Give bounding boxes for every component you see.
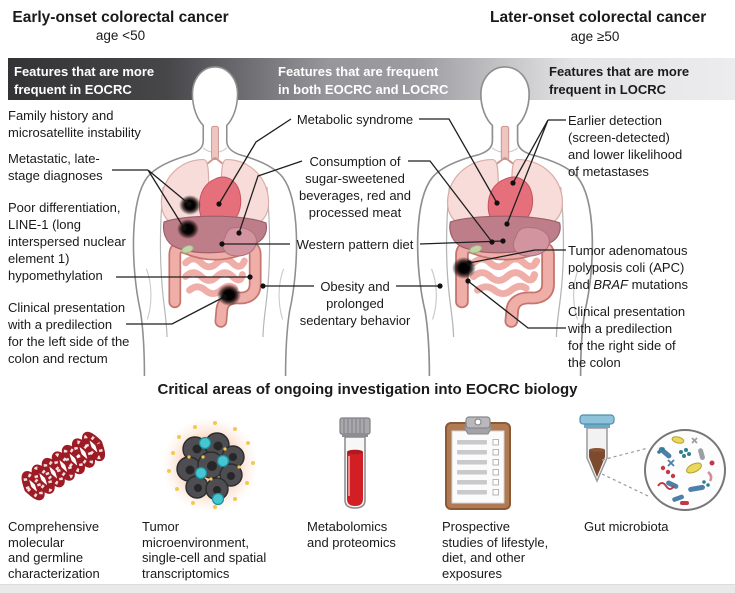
locrc-title: Later-onset colorectal cancer xyxy=(490,9,707,26)
feature-label-poor-differentiation: Poor differentiation, LINE-1 (long inter… xyxy=(8,200,126,283)
feature-header-bar: Features that are more frequent in EOCRC… xyxy=(8,58,735,100)
gut-microbiota-icon xyxy=(579,414,726,511)
investigation-label-molecular: Comprehensive molecular and germline cha… xyxy=(8,519,100,581)
eocrc-title-block: Early-onset colorectal cancer age <50 xyxy=(8,8,233,44)
investigation-label-prospective: Prospective studies of lifestyle, diet, … xyxy=(442,519,549,581)
bar-label-both: Features that are frequent in both EOCRC… xyxy=(278,64,449,97)
eocrc-subtitle: age <50 xyxy=(95,28,146,43)
feature-label-right-colon: Clinical presentation with a predilectio… xyxy=(568,304,686,370)
investigation-label-metabolomics: Metabolomics and proteomics xyxy=(307,519,396,550)
clipboard-icon xyxy=(445,416,511,510)
feature-label-metastatic: Metastatic, late- stage diagnoses xyxy=(8,151,103,183)
locrc-subtitle: age ≥50 xyxy=(570,29,620,44)
feature-label-apc-braf: Tumor adenomatous polyposis coli (APC) a… xyxy=(568,225,733,310)
investigation-label-microbiota: Gut microbiota xyxy=(584,519,669,534)
apc-braf-last-line: and BRAF mutations xyxy=(568,277,688,292)
tumor-spot-liver-metastasis xyxy=(177,219,199,239)
tumor-spot-ascending-colon xyxy=(452,257,476,279)
bottom-edge-strip xyxy=(0,584,735,593)
tumor-spot-lung-metastasis xyxy=(179,195,201,215)
tumor-microenvironment-icon xyxy=(162,417,258,513)
investigation-title: Critical areas of ongoing investigation … xyxy=(157,381,578,398)
eocrc-title: Early-onset colorectal cancer xyxy=(12,9,229,26)
investigation-label-microenvironment: Tumor microenvironment, single-cell and … xyxy=(142,519,267,581)
tumor-spot-sigmoid-colon xyxy=(217,284,241,306)
bar-label-eocrc: Features that are more frequent in EOCRC xyxy=(14,64,155,97)
feature-label-obesity: Obesity and prolonged sedentary behavior xyxy=(299,279,411,328)
feature-label-family-history: Family history and microsatellite instab… xyxy=(8,108,141,140)
feature-label-metabolic-syndrome: Metabolic syndrome xyxy=(296,112,414,127)
feature-label-left-colon: Clinical presentation with a predilectio… xyxy=(8,300,130,366)
bar-label-locrc: Features that are more frequent in LOCRC xyxy=(549,64,690,97)
feature-label-consumption: Consumption of sugar-sweetened beverages… xyxy=(298,154,412,220)
apc-braf-lines: Tumor adenomatous polyposis coli (APC) xyxy=(568,243,688,275)
blood-tube-icon xyxy=(339,417,371,509)
feature-label-earlier-detection: Earlier detection (screen-detected) and … xyxy=(568,113,683,179)
feature-label-western-diet: Western pattern diet xyxy=(296,237,414,252)
dna-helix-icon xyxy=(21,431,106,501)
